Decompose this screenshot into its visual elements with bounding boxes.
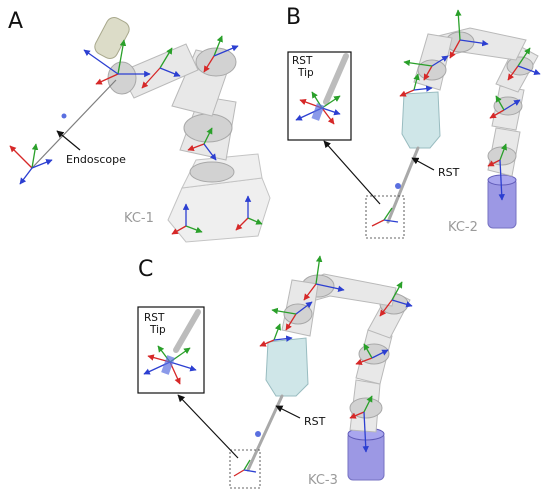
panel-c: C xyxy=(137,255,413,489)
rst-label-c: RST xyxy=(304,415,326,428)
endoscope-arrow xyxy=(56,130,81,151)
panel-letter-c: C xyxy=(138,257,153,282)
inset-label-c-line2: Tip xyxy=(149,324,166,336)
inset-label-b-line1: RST xyxy=(292,55,313,67)
rst-arrow-c xyxy=(275,405,301,419)
inset-rst-tip-b: RST Tip xyxy=(287,51,352,141)
panel-a: A xyxy=(8,9,271,243)
robot-label-kc-1: KC-1 xyxy=(124,211,154,226)
panel-letter-b: B xyxy=(286,5,301,30)
inset-arrow-b xyxy=(323,140,381,205)
inset-label-b-line2: Tip xyxy=(297,67,314,79)
rst-label-b: RST xyxy=(438,166,460,179)
robot-label-kc-3: KC-3 xyxy=(308,473,338,488)
robot-kc-3 xyxy=(246,255,413,481)
zoom-region-c xyxy=(229,449,261,489)
inset-label-c-line1: RST xyxy=(144,312,165,324)
panel-b: B xyxy=(286,5,541,239)
robot-label-kc-2: KC-2 xyxy=(448,220,478,235)
endoscope-label: Endoscope xyxy=(66,153,126,166)
zoom-region-b xyxy=(365,195,405,239)
rst-arrow-b xyxy=(411,157,435,171)
robot-kc-2 xyxy=(386,9,541,229)
panel-letter-a: A xyxy=(8,9,23,34)
inset-arrow-c xyxy=(177,394,239,459)
inset-rst-tip-c: RST Tip xyxy=(137,306,205,394)
robot-kc-1 xyxy=(9,17,271,243)
